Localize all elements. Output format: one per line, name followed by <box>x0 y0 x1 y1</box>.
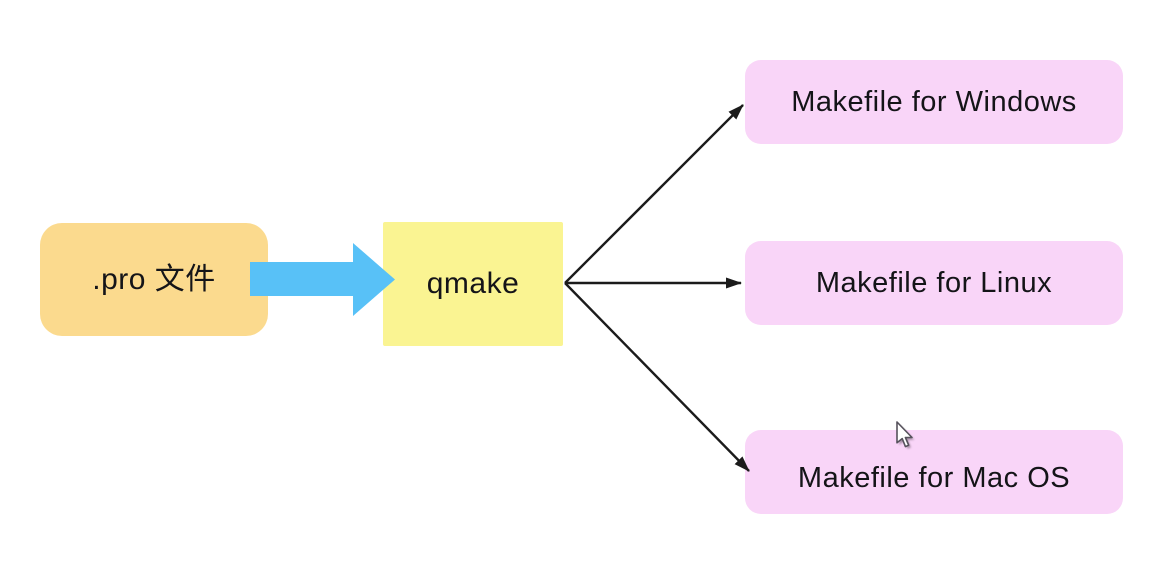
edge-qmake-windows <box>564 104 744 284</box>
node-pro-file-label: .pro 文件 <box>92 262 216 296</box>
node-makefile-macos: Makefile for Mac OS <box>745 430 1123 514</box>
edge-qmake-macos <box>564 282 750 472</box>
node-makefile-linux-label: Makefile for Linux <box>815 266 1053 299</box>
node-makefile-windows: Makefile for Windows <box>745 60 1123 144</box>
node-qmake: qmake <box>383 222 563 346</box>
node-makefile-macos-label: Makefile for Mac OS <box>797 461 1071 494</box>
node-makefile-linux: Makefile for Linux <box>745 241 1123 325</box>
node-makefile-windows-label: Makefile for Windows <box>791 85 1077 118</box>
block-arrow-pro-to-qmake <box>250 243 395 316</box>
node-pro-file: .pro 文件 <box>40 223 268 336</box>
node-qmake-label: qmake <box>426 267 520 300</box>
